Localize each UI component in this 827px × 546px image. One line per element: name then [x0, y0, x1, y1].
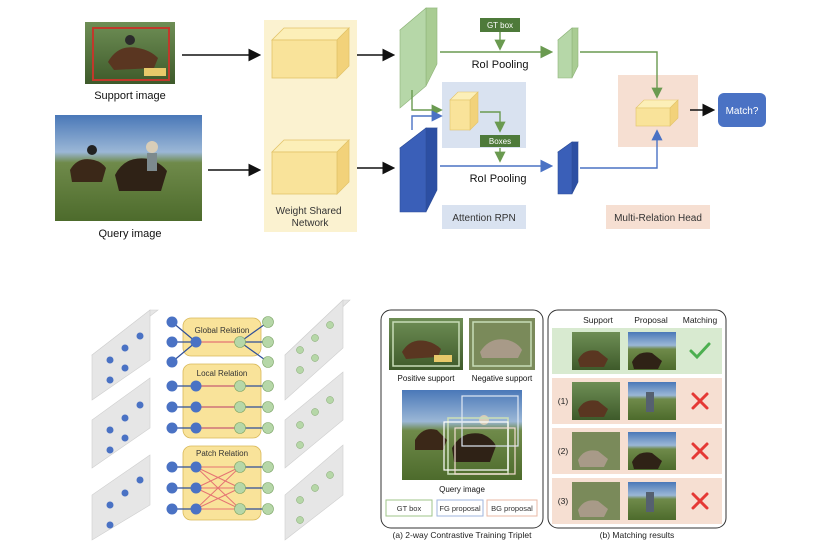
- triplet-query-image: [402, 390, 522, 480]
- legend-fg-proposal: [436, 499, 484, 517]
- query-pooled-feature: [557, 141, 579, 195]
- legend-bg-proposal: [486, 499, 538, 517]
- support-image-caption: Support image: [94, 90, 166, 102]
- query-to-head-arrow: [580, 129, 663, 169]
- attention-rpn-label: Attention RPN: [452, 213, 515, 224]
- no-match-cross-icon: [691, 442, 709, 460]
- global-relation-label: Global Relation: [195, 326, 250, 335]
- no-match-cross-icon: [691, 392, 709, 410]
- legend-bg-proposal-label: BG proposal: [491, 504, 533, 513]
- boxes-tag-text: Boxes: [489, 137, 511, 146]
- multi-relation-head-label-box: [606, 205, 710, 229]
- support-image: [85, 22, 175, 84]
- legend-fg-proposal-label: FG proposal: [439, 504, 481, 513]
- negative-support-image: [469, 318, 535, 370]
- patch-relation-label: Patch Relation: [196, 449, 248, 458]
- weight-shared-label-line2: Network: [292, 218, 330, 229]
- triplet-caption: (a) 2-way Contrastive Training Triplet: [393, 530, 533, 540]
- head-feature-cube: [635, 99, 679, 127]
- legend-gt-box-label: GT box: [397, 504, 422, 513]
- matching-header-support: Support: [583, 315, 613, 325]
- positive-support-caption: Positive support: [398, 374, 456, 383]
- gt-box-tag: [480, 18, 520, 32]
- weight-shared-label: Weight Shared Network: [276, 206, 345, 229]
- matching-header-matching: Matching: [683, 315, 718, 325]
- match-output-label: Match?: [726, 106, 759, 117]
- attention-feature-cube: [449, 91, 479, 131]
- query-image: [55, 115, 202, 221]
- no-match-cross-icon: [691, 492, 709, 510]
- match-output-box: [718, 93, 766, 127]
- support-feature-map: [399, 7, 438, 109]
- row3-index: (3): [558, 496, 569, 506]
- support-to-rpn-arrow: [411, 90, 443, 116]
- negative-support-caption: Negative support: [472, 374, 533, 383]
- query-feature-cube: [271, 139, 350, 195]
- roi-pooling-top-label: RoI Pooling: [472, 59, 529, 71]
- query-image-caption: Query image: [99, 228, 162, 240]
- query-feature-map: [399, 127, 438, 213]
- weight-shared-label-text: Weight Shared: [276, 206, 342, 217]
- multi-relation-head-label: Multi-Relation Head: [614, 213, 702, 224]
- query-to-rpn-arrow: [411, 110, 443, 130]
- attention-rpn-label-box: [442, 205, 526, 229]
- roi-pooling-bottom-label: RoI Pooling: [470, 173, 527, 185]
- relation-diagram: Global Relation Local Relation Patch Rel…: [91, 299, 351, 541]
- row2-index: (2): [558, 446, 569, 456]
- support-to-head-arrow: [580, 51, 663, 99]
- gt-box-tag-text: GT box: [487, 21, 513, 30]
- local-relation-label: Local Relation: [197, 369, 248, 378]
- legend-gt-box: [385, 499, 433, 517]
- support-feature-cube: [271, 27, 350, 79]
- matching-header-proposal: Proposal: [634, 315, 668, 325]
- support-pooled-feature: [557, 27, 579, 79]
- boxes-tag: [480, 135, 520, 147]
- match-check-icon: [689, 342, 711, 360]
- rpn-to-boxes-arrow: [480, 111, 506, 133]
- row1-index: (1): [558, 396, 569, 406]
- triplet-query-caption: Query image: [439, 485, 485, 494]
- positive-support-image: [389, 318, 463, 370]
- matching-caption: (b) Matching results: [600, 530, 675, 540]
